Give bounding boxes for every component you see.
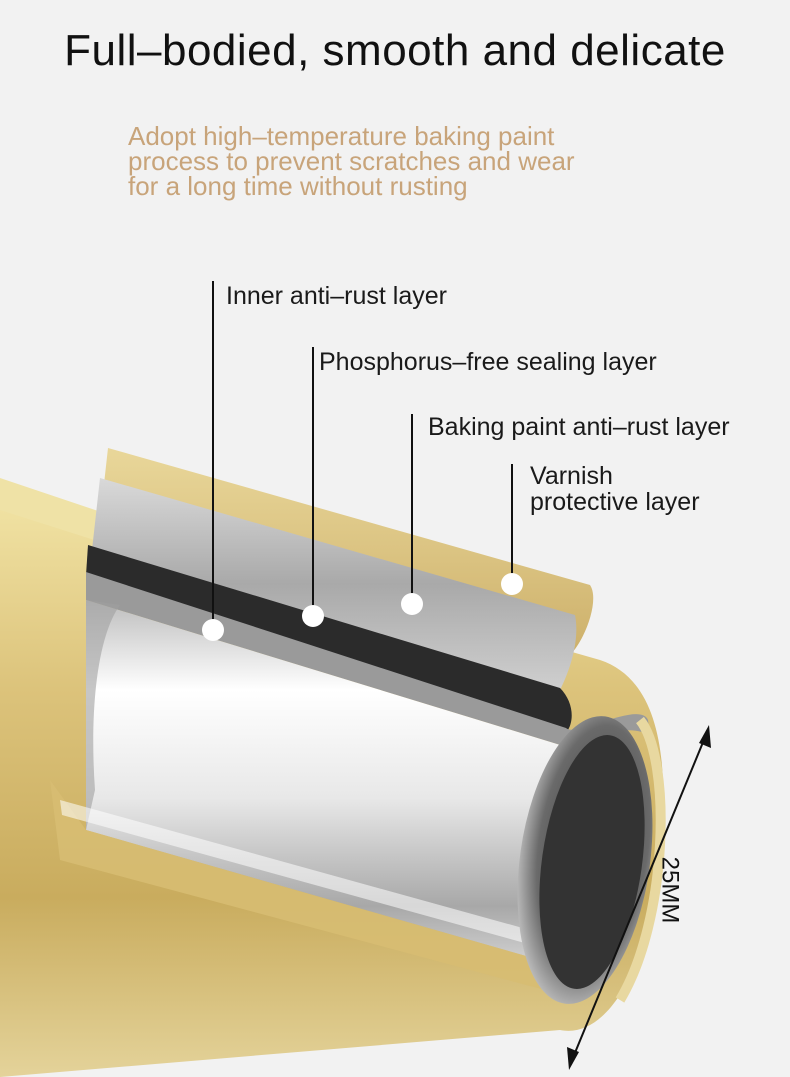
label-varnish-line2: protective layer [530,488,700,516]
description-line: process to prevent scratches and wear [128,146,575,176]
label-varnish-line1: Varnish [530,462,613,490]
dimension-arrow-head-top [699,725,711,748]
page-title: Full–bodied, smooth and delicate [64,26,726,75]
dimension-arrow-head-bottom [567,1047,579,1070]
dimension-label: 25MM [656,856,684,924]
label-baking-paint-anti-rust-layer: Baking paint anti–rust layer [428,413,730,441]
label-phosphorus-free-sealing-layer: Phosphorus–free sealing layer [319,348,657,376]
description-line: for a long time without rusting [128,171,468,201]
label-inner-anti-rust-layer: Inner anti–rust layer [226,282,447,310]
callout-dot-varnish [501,573,523,595]
inner-tube [86,600,570,960]
callout-dot-inner [202,619,224,641]
feature-description: Adopt high–temperature baking paint proc… [128,121,688,201]
callout-dot-baking [401,593,423,615]
phosphorus-layer-strip [86,545,572,730]
description-line: Adopt high–temperature baking paint [128,121,555,151]
callout-dot-phosphorus [302,605,324,627]
label-varnish-protective-layer: Varnish protective layer [530,463,700,515]
dimension-arrow-line [571,734,707,1061]
